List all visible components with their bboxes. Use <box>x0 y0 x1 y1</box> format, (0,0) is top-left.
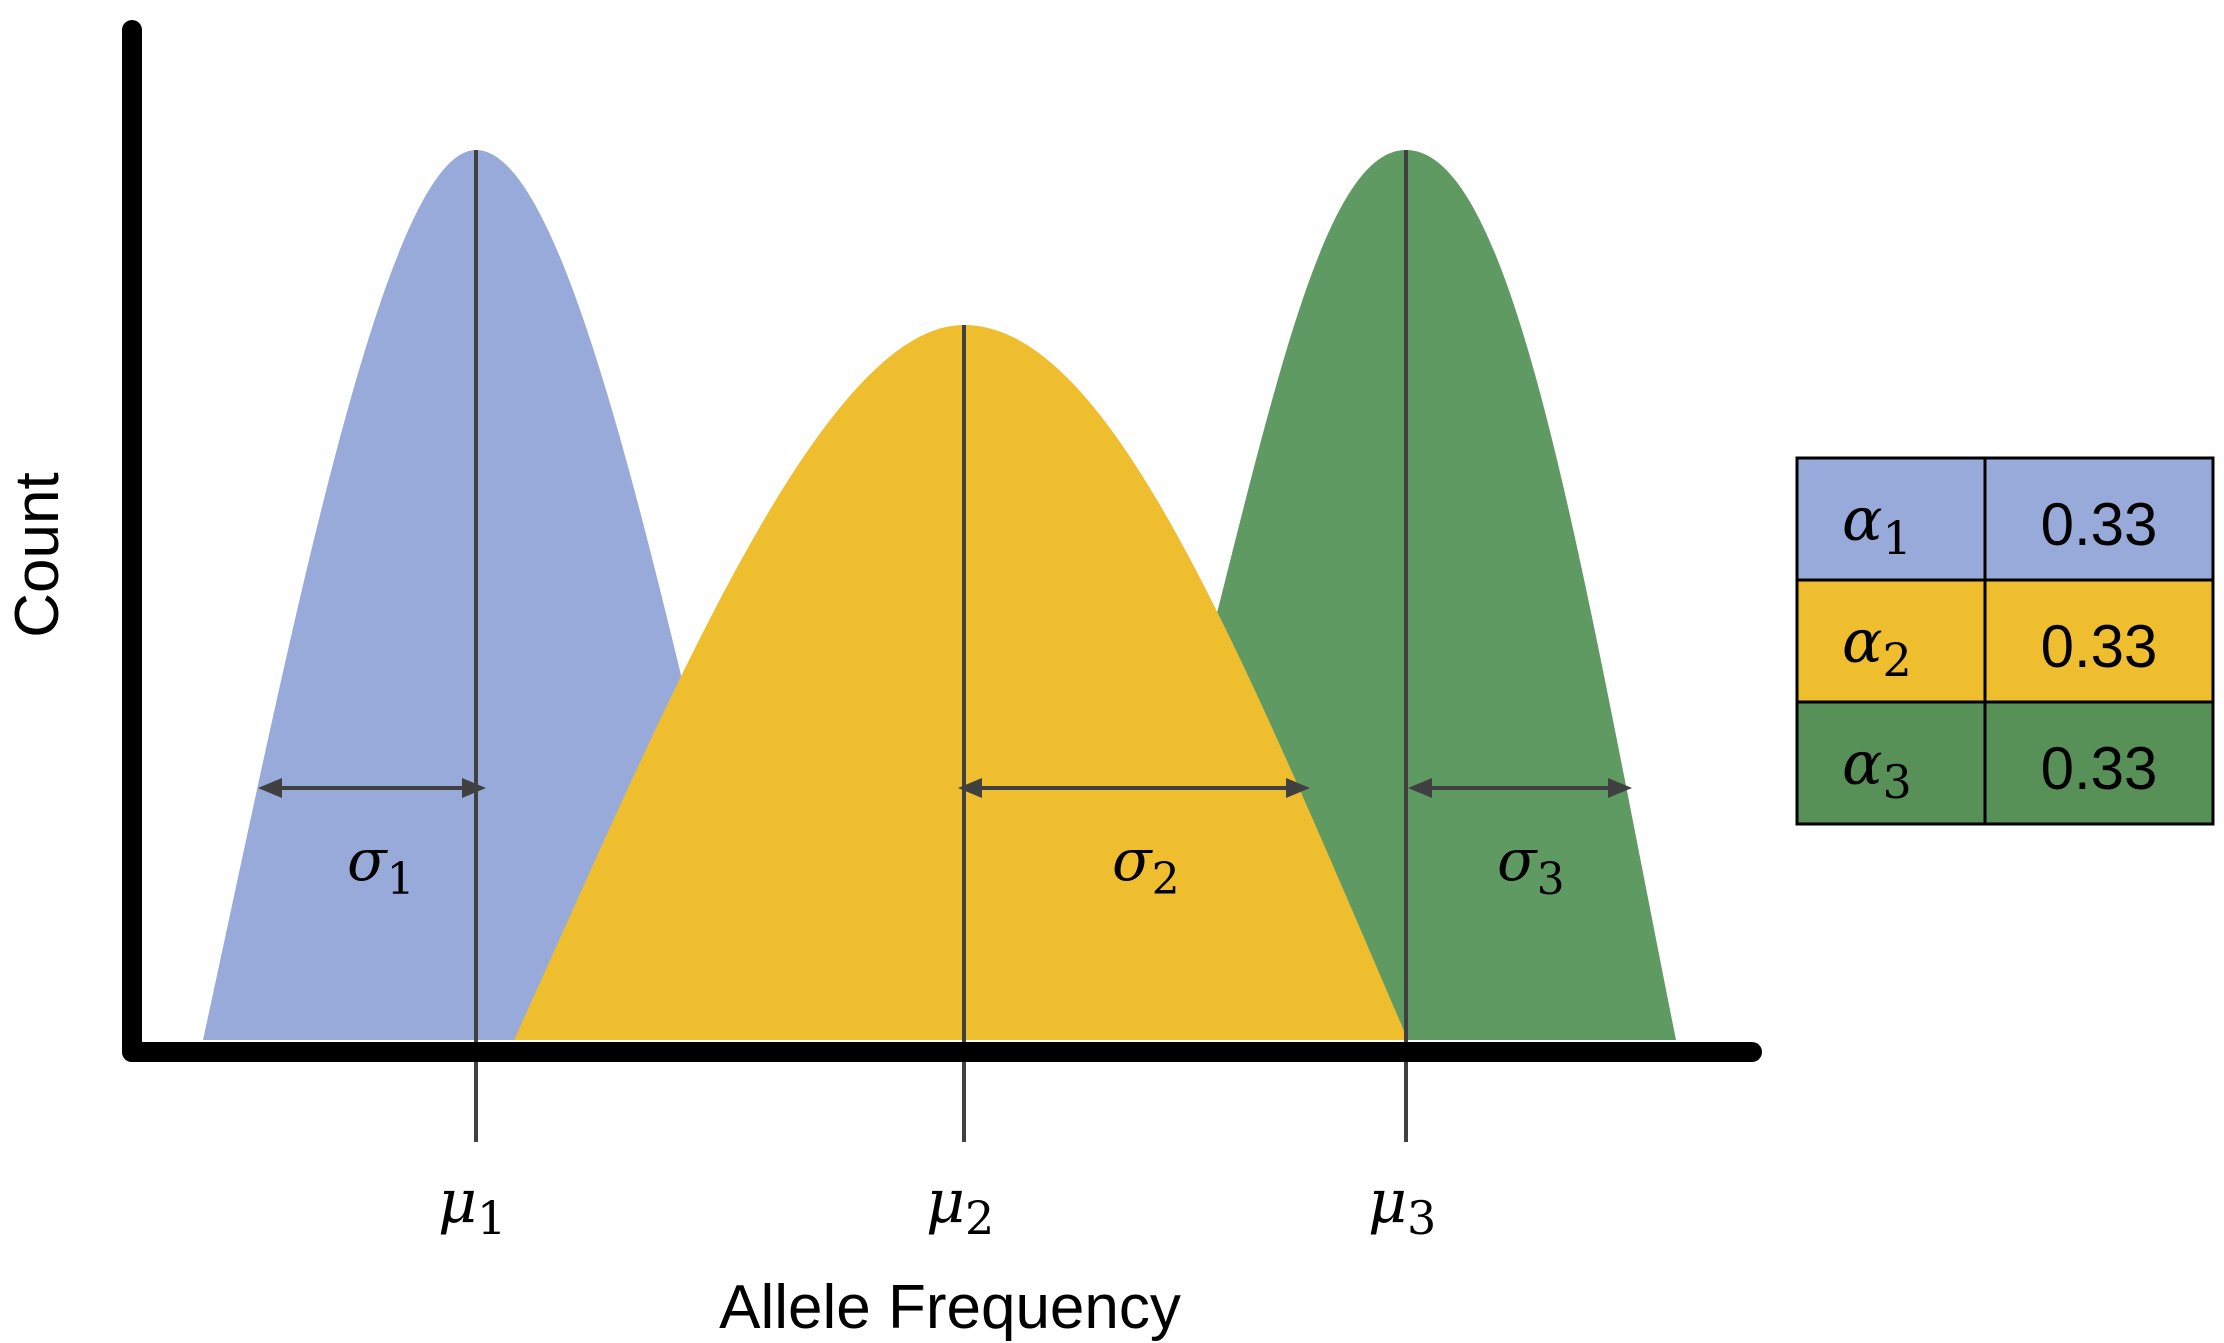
weight-symbol-2: α2 <box>1842 607 1912 687</box>
mean-label-2: μ2 <box>926 1167 994 1245</box>
weight-symbol-3: α3 <box>1842 729 1912 809</box>
x-axis-label: Allele Frequency <box>719 1273 1181 1342</box>
y-axis-label: Count <box>3 472 72 637</box>
mean-label-1: μ1 <box>438 1167 506 1245</box>
weight-cell-symbol-1 <box>1797 458 1985 580</box>
sigma-arrow-3 <box>1408 778 1632 798</box>
sigma-arrow-1 <box>258 778 486 798</box>
weights-table: α1 α2 α3 0.33 0.33 0.33 <box>1795 456 2215 826</box>
weight-symbol-1: α1 <box>1842 485 1912 565</box>
weight-value-3: 0.33 <box>2041 735 2158 802</box>
weight-cell-symbol-2 <box>1797 580 1985 702</box>
weight-cell-value-3 <box>1985 702 2213 824</box>
sigma-label-3: σ3 <box>1497 826 1565 905</box>
mean-label-3: μ3 <box>1368 1167 1436 1245</box>
sigma-label-2: σ2 <box>1112 826 1180 905</box>
weight-cell-value-2 <box>1985 580 2213 702</box>
weight-value-2: 0.33 <box>2041 613 2158 680</box>
weight-cell-symbol-3 <box>1797 702 1985 824</box>
weight-value-1: 0.33 <box>2041 491 2158 558</box>
sigma-label-1: σ1 <box>347 826 415 905</box>
sigma-arrow-2 <box>958 778 1310 798</box>
weight-cell-value-1 <box>1985 458 2213 580</box>
component-2-curve <box>514 325 1408 1040</box>
